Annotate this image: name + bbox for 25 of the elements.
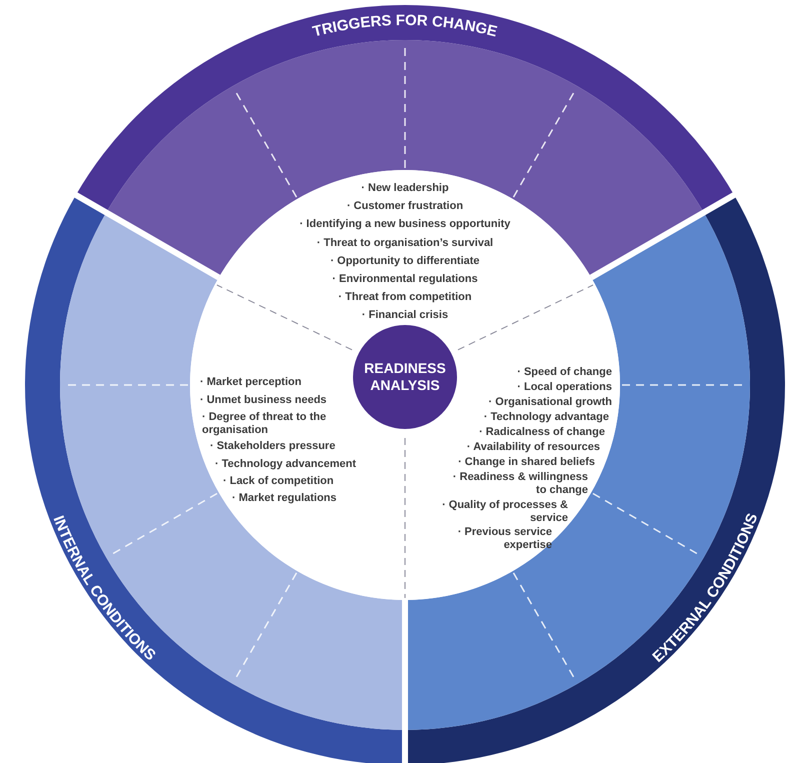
list-item: · Threat from competition [337, 291, 473, 304]
list-item: · Opportunity to differentiate [329, 254, 481, 268]
list-item: · Threat to organisation’s survival [316, 236, 494, 250]
list-item: · Lack of competition [223, 475, 334, 488]
list-item: · Market perception [200, 376, 302, 389]
list-item: · Availability of resources [466, 441, 600, 454]
list-item: · Organisational growth [488, 396, 612, 409]
list-item: · Change in shared beliefs [458, 456, 595, 469]
list-item: · Environmental regulations [331, 273, 479, 286]
list-item: · Stakeholders pressure [210, 440, 336, 453]
sector-heading: TRIGGERS FOR CHANGE [311, 12, 499, 40]
list-item: · Financial crisis [360, 309, 450, 322]
list-item: · Speed of change [517, 366, 612, 379]
list-item: · Radicalness of change [479, 426, 605, 439]
list-item: · Technology advantage [484, 411, 609, 424]
list-item: · New leadership [360, 182, 450, 195]
list-item: · Identifying a new business opportunity [298, 218, 512, 232]
list-item: · Unmet business needs [200, 394, 327, 407]
list-item: · Market regulations [232, 492, 337, 505]
list-item: · Technology advancement [215, 458, 356, 471]
list-item: · Customer frustration [346, 200, 464, 214]
list-item: · Degree of threat to the organisation [202, 411, 328, 437]
list-item: · Local operations [517, 381, 612, 394]
list-item: · Quality of processes & service [441, 499, 568, 525]
list-item: · Readiness & willingness to change [452, 471, 588, 497]
